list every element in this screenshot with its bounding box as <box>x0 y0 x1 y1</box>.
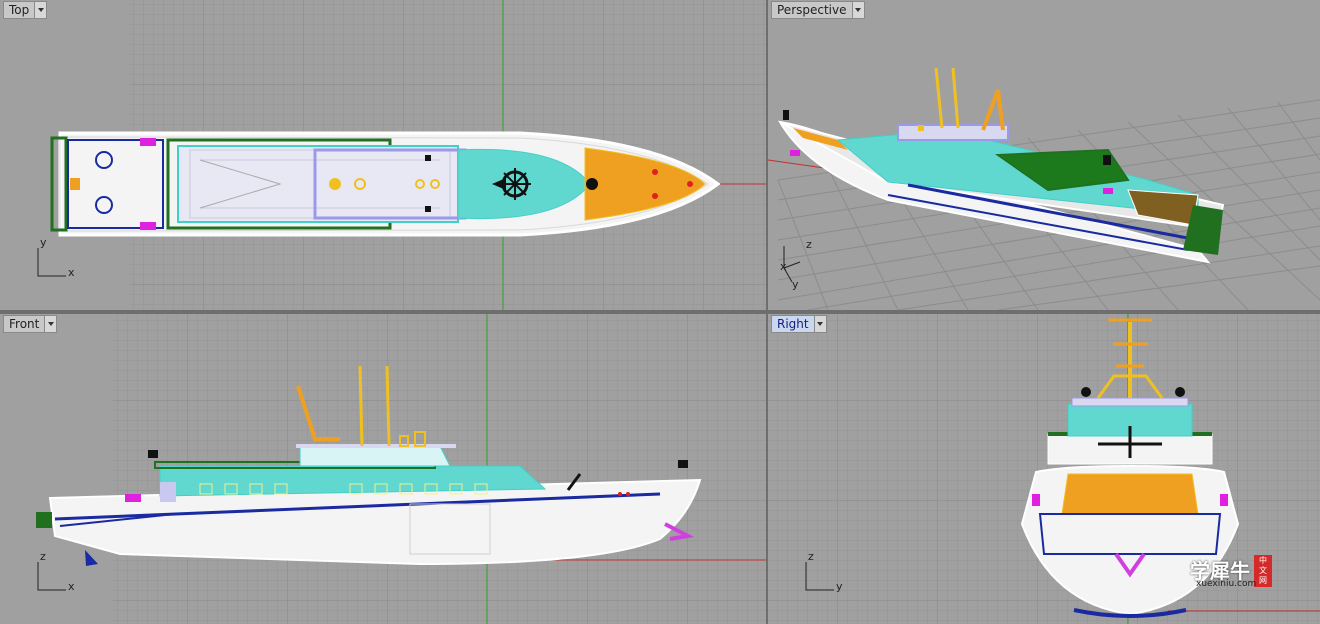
axis-gizmo-right: z y <box>805 550 843 593</box>
viewport-tab-perspective[interactable]: Perspective <box>771 1 865 19</box>
svg-text:z: z <box>808 550 814 563</box>
watermark-url: xuexiniu.com <box>1196 579 1257 589</box>
viewport-front[interactable]: z x Front <box>0 314 766 624</box>
viewport-title: Front <box>9 317 40 331</box>
viewport-title: Right <box>777 317 809 331</box>
viewport-top[interactable]: y x Top <box>0 0 766 310</box>
ship-perspective <box>778 67 1225 264</box>
chevron-down-icon[interactable] <box>851 2 864 18</box>
watermark-seal: 中 文 网 <box>1254 555 1272 587</box>
svg-text:z: z <box>806 238 812 251</box>
axis-gizmo-front: z x <box>37 550 75 593</box>
watermark-text: 学犀牛 <box>1190 559 1250 583</box>
viewport-right[interactable]: z y Right <box>768 314 1320 624</box>
chevron-down-icon[interactable] <box>813 316 826 332</box>
viewport-tab-top[interactable]: Top <box>3 1 48 19</box>
svg-text:x: x <box>780 260 787 273</box>
top-view-canvas[interactable]: y x <box>0 0 766 310</box>
chevron-down-icon[interactable] <box>44 316 57 332</box>
grid <box>768 314 1320 624</box>
chevron-down-icon[interactable] <box>34 2 47 18</box>
ship-top <box>50 131 721 237</box>
viewport-title: Perspective <box>777 3 847 17</box>
svg-text:y: y <box>836 580 843 593</box>
svg-text:z: z <box>40 550 46 563</box>
perspective-view-canvas[interactable]: z x y <box>768 0 1320 310</box>
ship-front <box>36 365 702 566</box>
svg-text:y: y <box>40 236 47 249</box>
watermark-logo: 学犀牛 中 文 网 xuexiniu.com <box>1190 553 1286 589</box>
viewport-perspective[interactable]: z x y Perspective <box>768 0 1320 310</box>
ship-right <box>1020 318 1240 618</box>
viewport-title: Top <box>9 3 30 17</box>
svg-text:x: x <box>68 580 75 593</box>
front-view-canvas[interactable]: z x <box>0 314 766 624</box>
viewport-tab-right[interactable]: Right <box>771 315 827 333</box>
axis-gizmo-perspective: z x y <box>780 238 812 291</box>
right-view-canvas[interactable]: z y <box>768 314 1320 624</box>
svg-text:y: y <box>792 278 799 291</box>
viewport-tab-front[interactable]: Front <box>3 315 58 333</box>
svg-text:x: x <box>68 266 75 279</box>
axis-gizmo-top: y x <box>37 236 75 279</box>
